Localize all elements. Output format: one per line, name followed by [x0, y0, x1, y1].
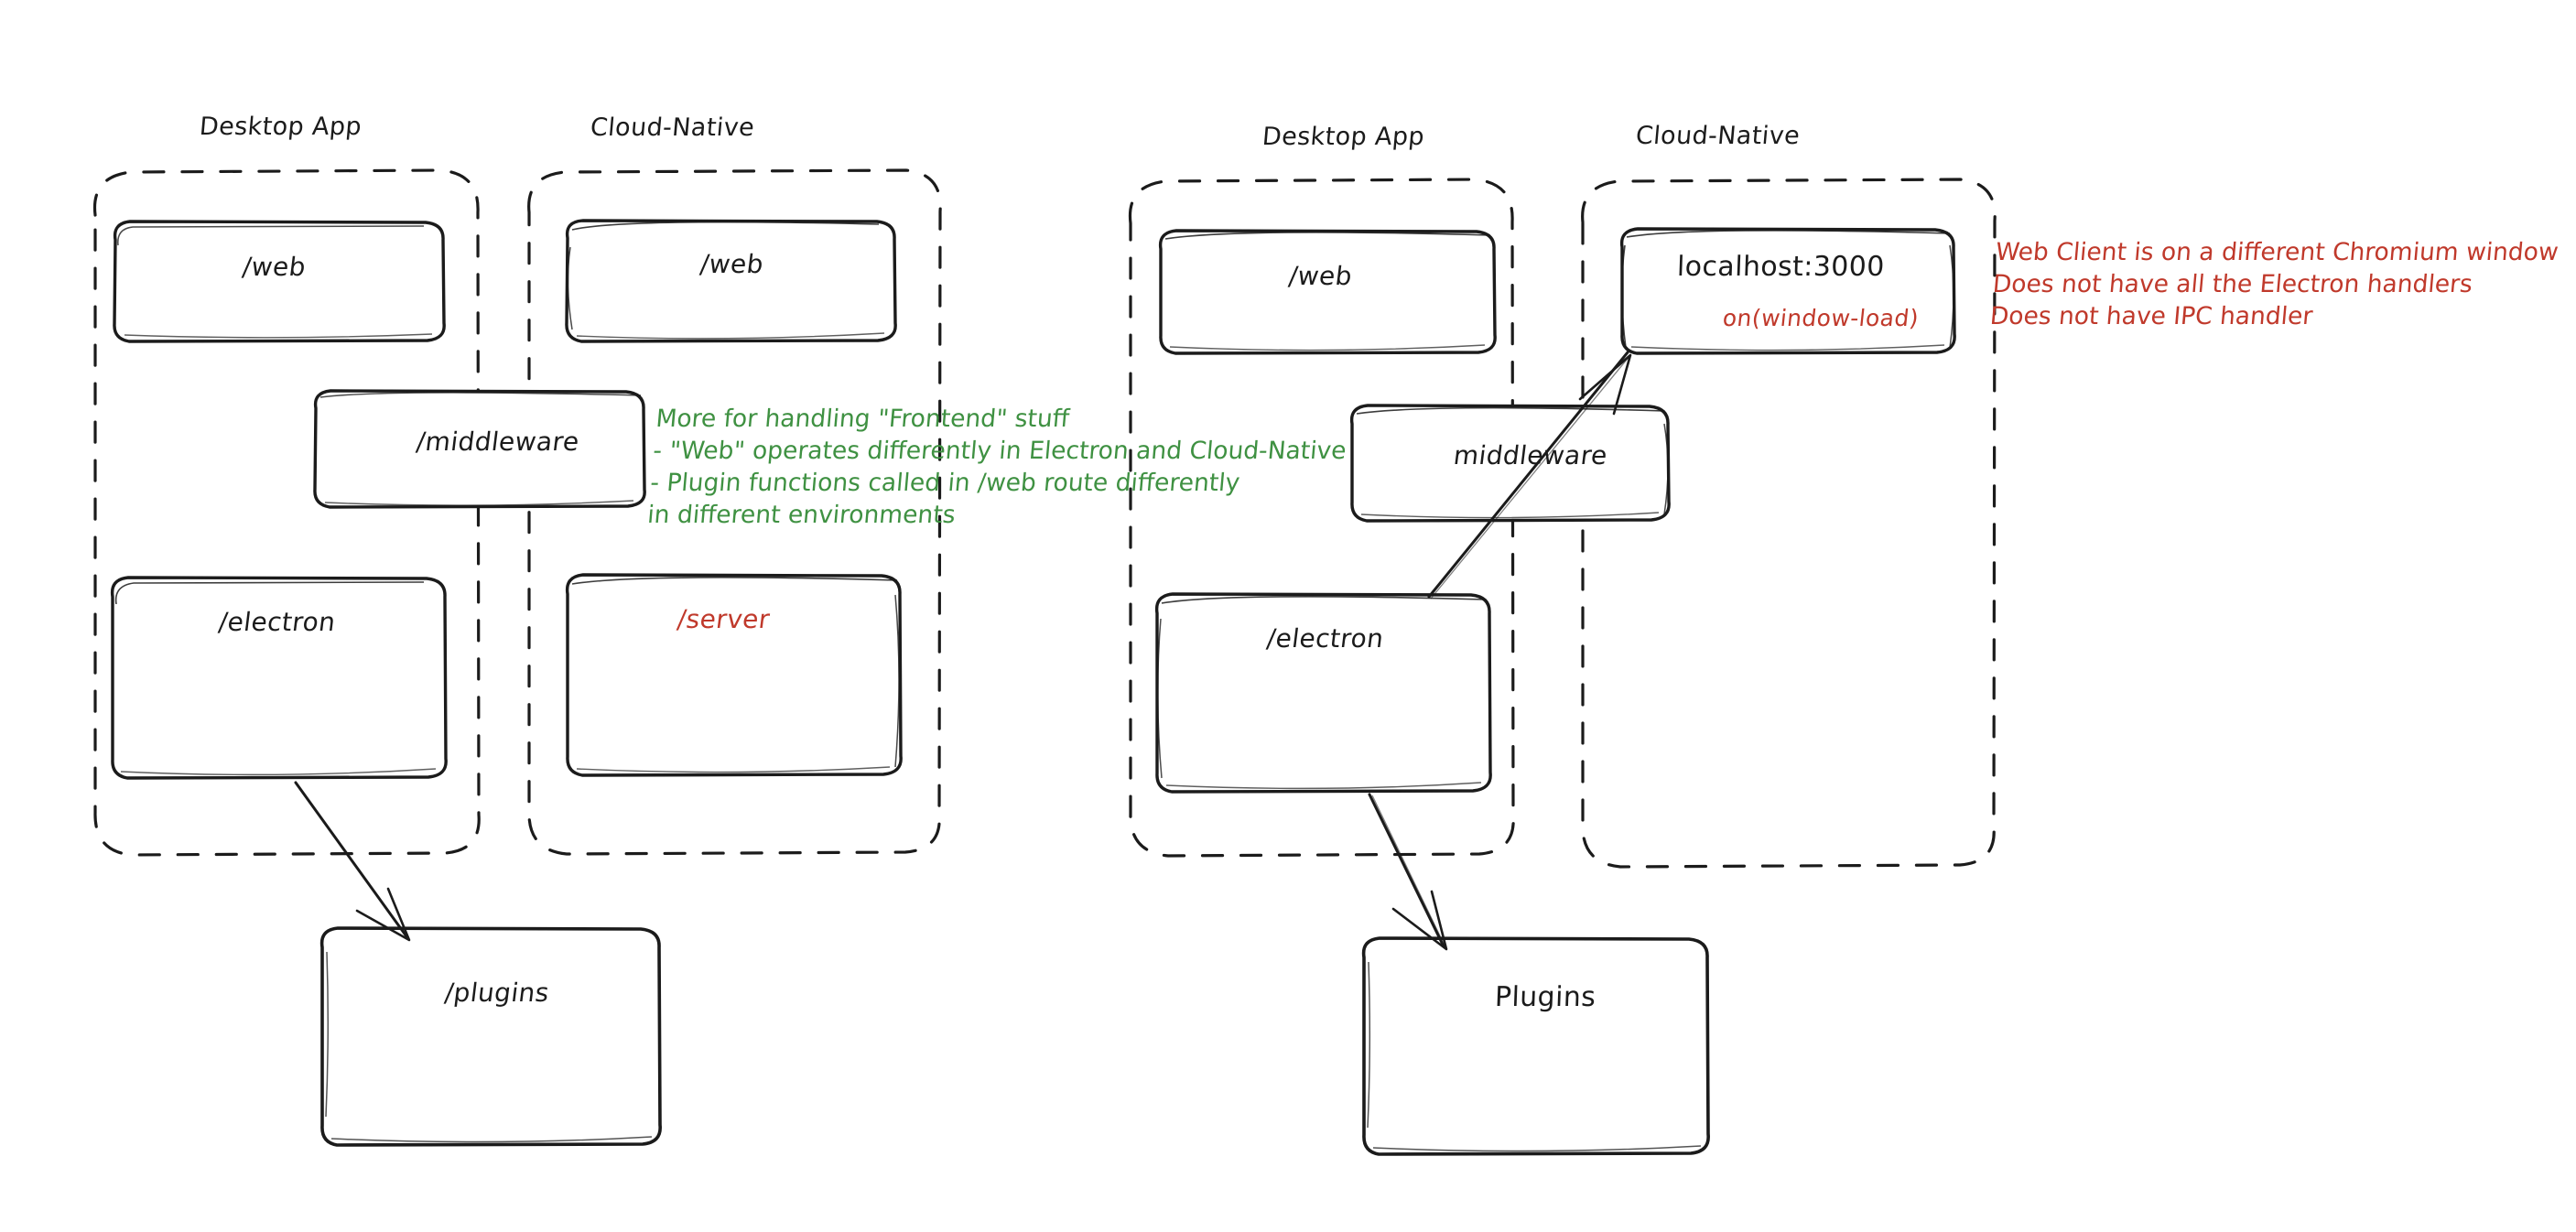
node-box-left-web-cloud[interactable] — [565, 219, 897, 343]
node-sublabel-right-localhost-onwindowload: on(window-load) — [1721, 305, 1921, 331]
node-label-left-server: /server — [675, 604, 772, 634]
edge-right-electron-to-plugins — [1368, 793, 1448, 951]
node-box-right-middleware[interactable] — [1349, 404, 1671, 523]
group-border-right-cloud — [1581, 178, 1997, 869]
node-box-right-plugins[interactable] — [1361, 936, 1710, 1156]
group-title-left-desktop: Desktop App — [198, 113, 363, 141]
group-title-left-cloud: Cloud-Native — [589, 113, 756, 142]
node-box-left-middleware[interactable] — [313, 389, 646, 509]
group-border-right-desktop — [1128, 178, 1515, 858]
group-title-right-desktop: Desktop App — [1261, 123, 1426, 151]
node-label-right-middleware: middleware — [1451, 440, 1609, 470]
group-title-right-cloud: Cloud-Native — [1634, 122, 1802, 150]
node-label-right-web: /web — [1286, 261, 1354, 291]
node-label-left-plugins: /plugins — [442, 978, 551, 1008]
annotation-green-note: More for handling "Frontend" stuff - "We… — [646, 405, 1348, 529]
edge-right-electron-to-localhost — [1427, 351, 1632, 600]
node-label-right-plugins: Plugins — [1494, 981, 1596, 1013]
node-label-left-web-desktop: /web — [240, 252, 308, 282]
group-border-left-desktop — [92, 168, 481, 857]
node-box-right-web[interactable] — [1158, 229, 1497, 355]
node-box-left-web-desktop[interactable] — [113, 220, 446, 343]
node-box-left-electron[interactable] — [110, 576, 448, 780]
node-box-right-electron[interactable] — [1154, 592, 1492, 794]
node-box-left-server[interactable] — [565, 573, 903, 777]
node-label-right-electron: /electron — [1264, 623, 1386, 654]
edge-left-electron-to-plugins — [294, 781, 411, 942]
node-label-left-web-cloud: /web — [698, 249, 765, 279]
node-label-left-middleware: /middleware — [414, 427, 581, 457]
node-label-left-electron: /electron — [216, 607, 338, 637]
node-box-right-localhost[interactable] — [1619, 227, 1956, 355]
node-box-left-plugins[interactable] — [319, 926, 662, 1147]
group-border-left-cloud — [527, 168, 942, 856]
node-label-right-localhost: localhost:3000 — [1676, 251, 1886, 283]
annotation-red-note: Web Client is on a different Chromium wi… — [1988, 238, 2560, 330]
